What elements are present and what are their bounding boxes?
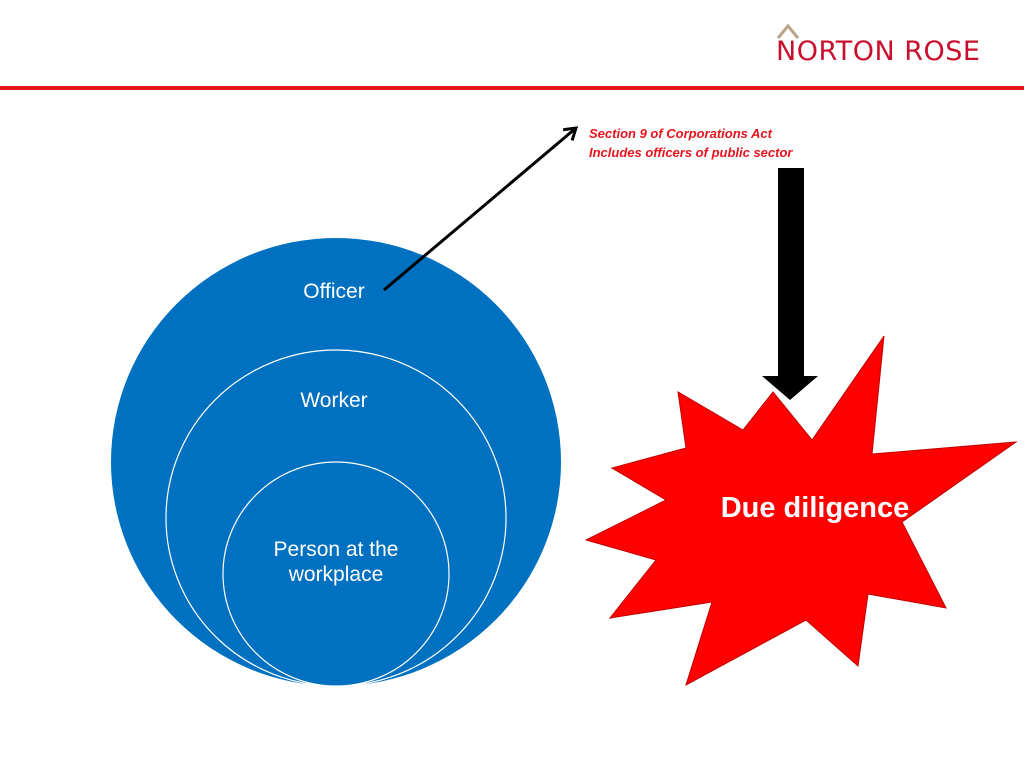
pointer-arrow [383, 128, 576, 292]
due-diligence-label: Due diligence [720, 492, 910, 524]
officer-label: Officer [303, 280, 365, 303]
due-diligence-burst [584, 335, 1018, 687]
norton-rose-logo: NORTON ROSE [776, 22, 1006, 72]
chevron-mark-icon [776, 23, 800, 39]
annotation-line-1: Section 9 of Corporations Act [589, 126, 772, 141]
header-rule [0, 86, 1024, 90]
down-arrow-head [762, 376, 818, 400]
annotation-line-2: Includes officers of public sector [589, 145, 793, 160]
person-at-workplace-circle [222, 461, 450, 687]
down-arrow-shaft [778, 168, 804, 378]
person-at-workplace-label: Person at the workplace [273, 538, 399, 586]
annotation-note: Section 9 of Corporations Act Includes o… [589, 124, 792, 162]
logo-text: NORTON ROSE [776, 36, 981, 67]
worker-label: Worker [300, 389, 368, 412]
